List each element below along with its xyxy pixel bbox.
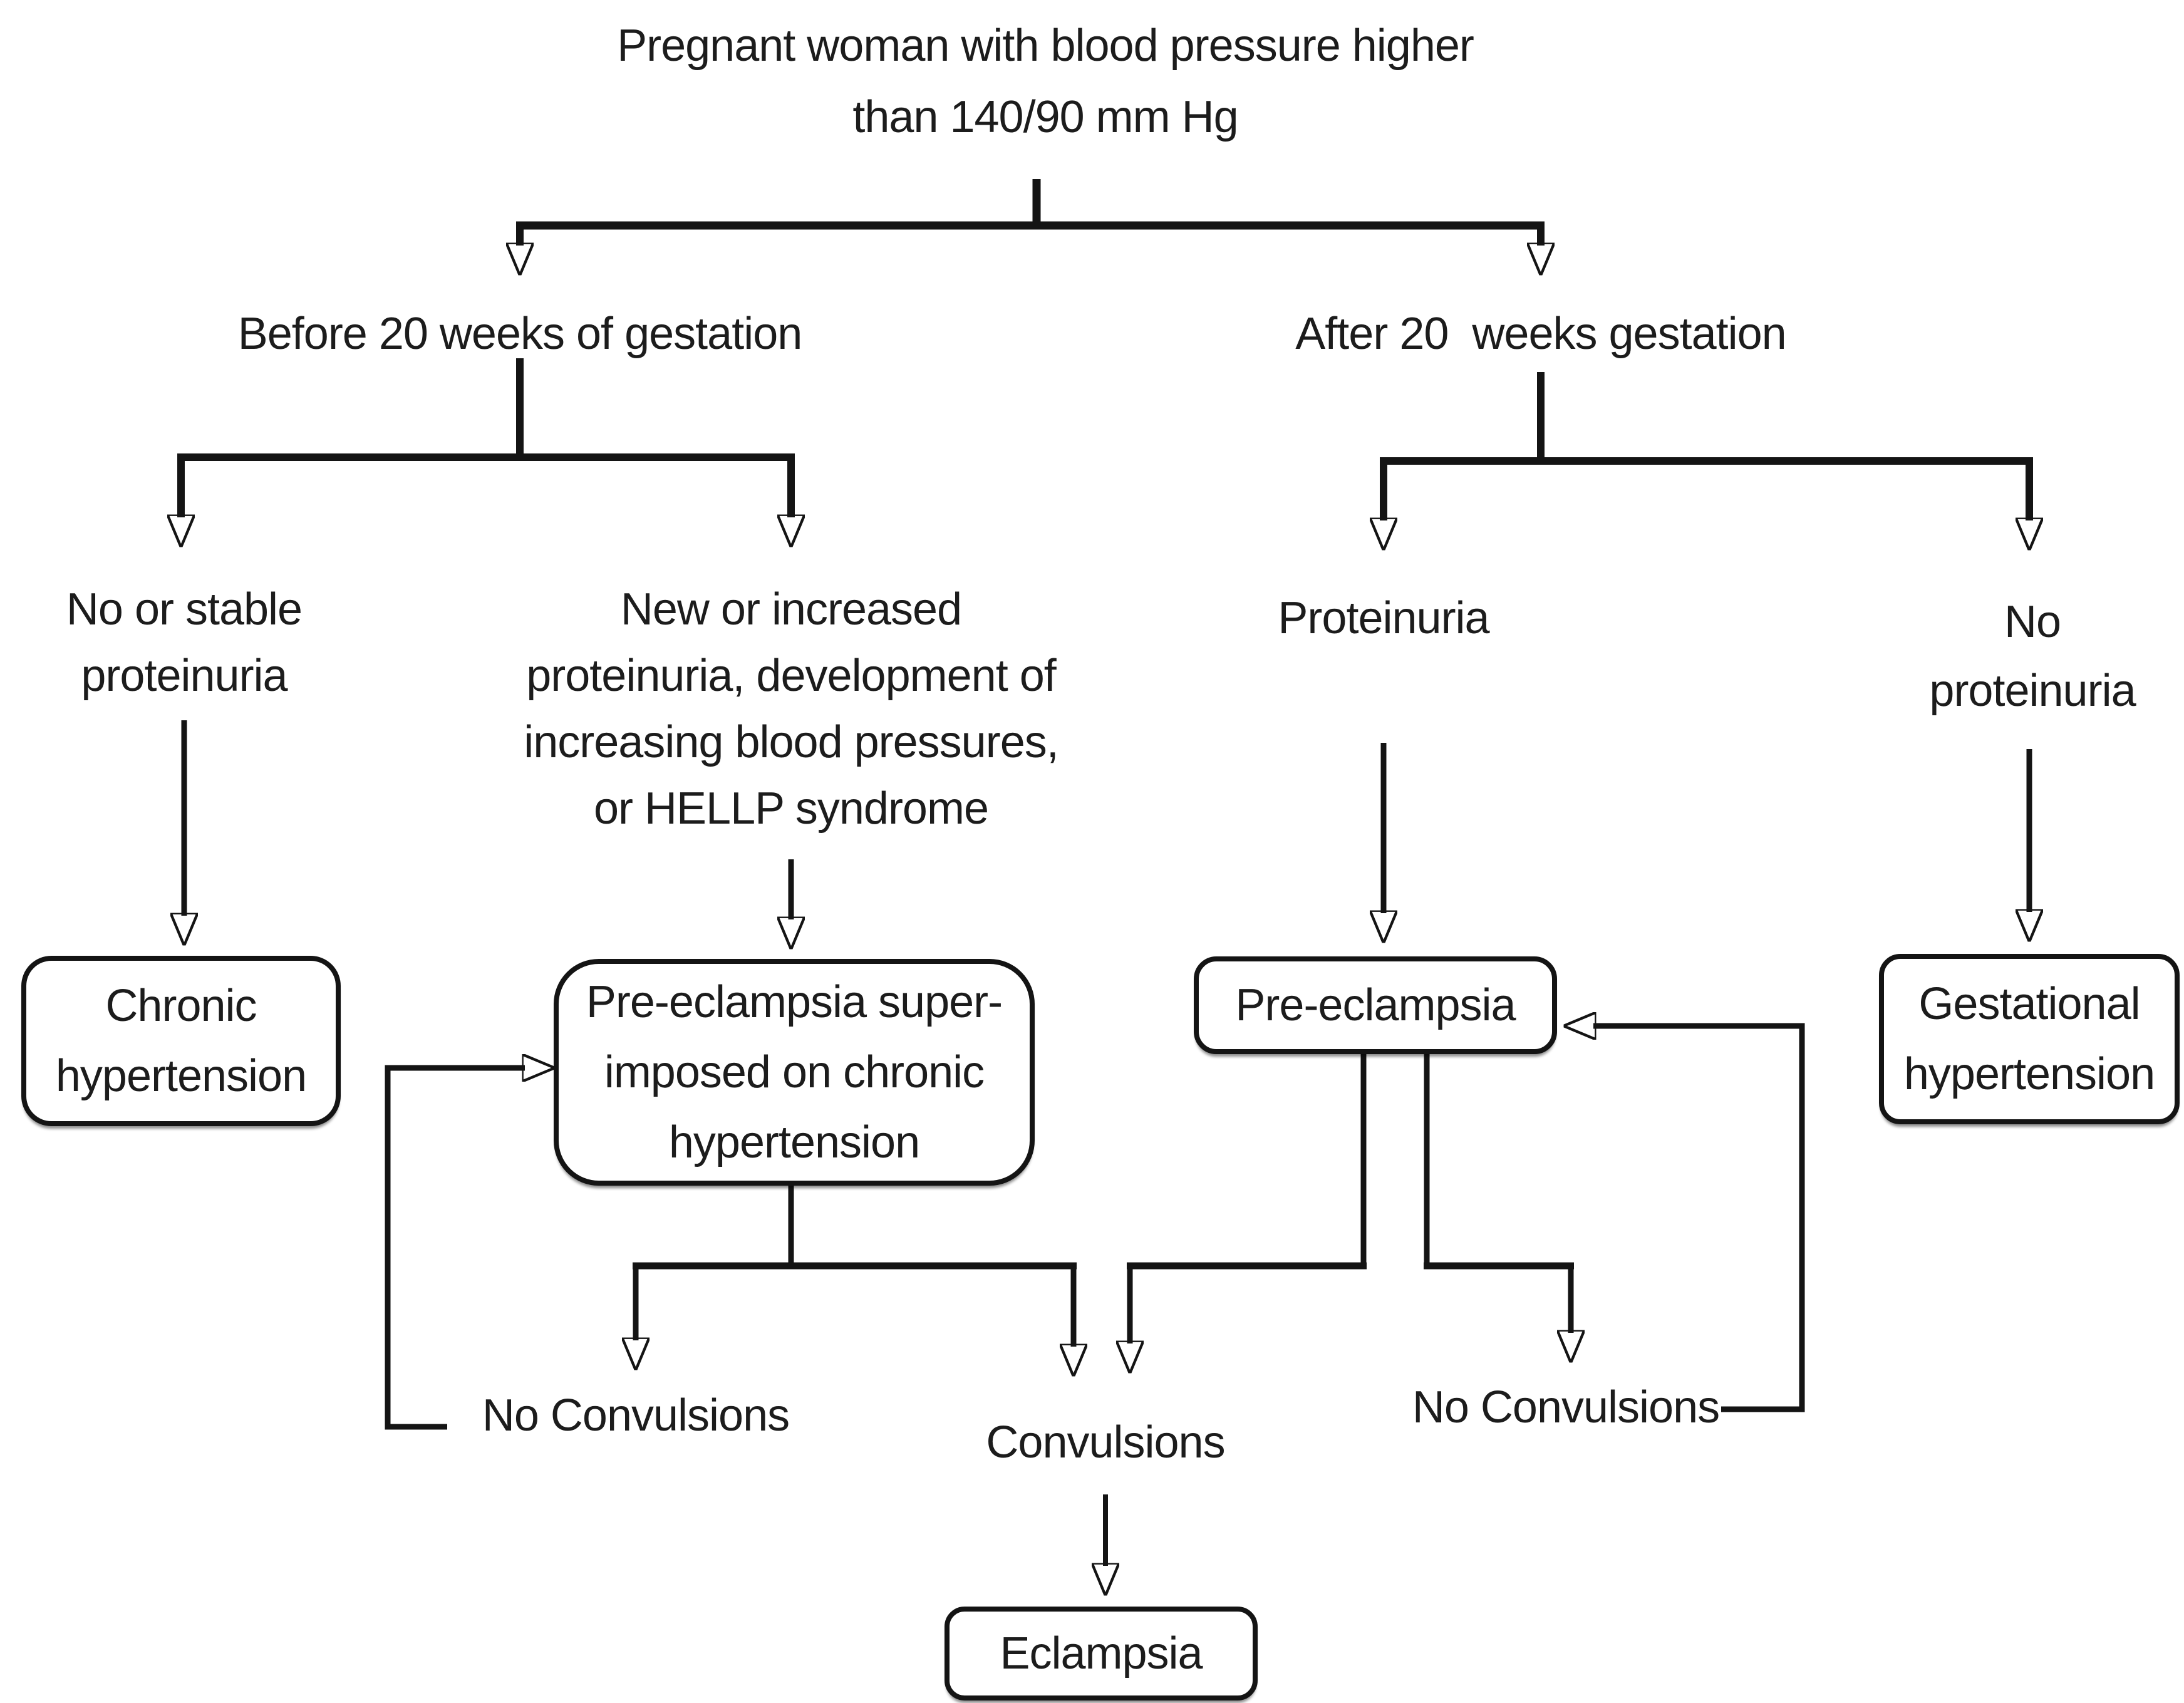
outcome-no-convulsions-left-label: No Convulsions bbox=[482, 1390, 790, 1441]
branch-before-20-weeks-label: Before 20 weeks of gestation bbox=[237, 309, 803, 359]
preeclampsia-superimposed-box: Pre-eclampsia super- imposed on chronic … bbox=[554, 959, 1035, 1186]
outcome-convulsions-label: Convulsions bbox=[986, 1417, 1225, 1467]
gestational-hypertension-box: Gestational hypertension bbox=[1879, 954, 2180, 1124]
condition-no-or-stable-proteinuria-label: No or stable proteinuria bbox=[66, 584, 303, 701]
condition-proteinuria-label: Proteinuria bbox=[1278, 593, 1489, 643]
edge-feedback-no-convulsions-to-preeclampsia bbox=[1593, 1026, 1805, 1412]
branch-after-20-weeks-label: After 20 weeks gestation bbox=[1295, 309, 1786, 359]
outcome-no-convulsions-right-label: No Convulsions bbox=[1412, 1382, 1720, 1432]
preeclampsia-box: Pre-eclampsia bbox=[1194, 956, 1557, 1054]
eclampsia-box: Eclampsia bbox=[945, 1607, 1258, 1700]
condition-new-or-increased-label: New or increased proteinuria, developmen… bbox=[524, 584, 1058, 834]
root-node-label: Pregnant woman with blood pressure highe… bbox=[617, 21, 1474, 142]
chronic-hypertension-box: Chronic hypertension bbox=[21, 956, 341, 1126]
condition-no-proteinuria-label: No proteinuria bbox=[1929, 597, 2136, 716]
edge-feedback-no-convulsions-to-superimposed bbox=[385, 1068, 525, 1430]
